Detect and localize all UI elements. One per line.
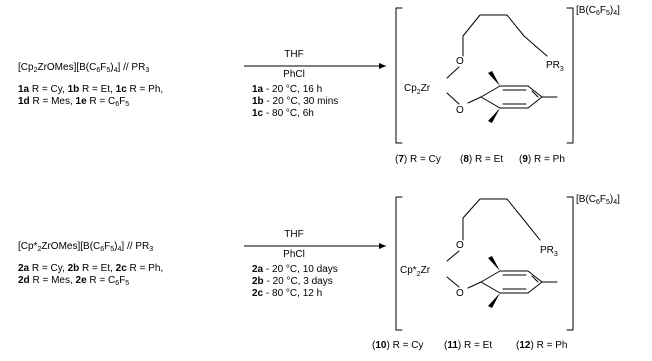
oxygen-upper-2: O (456, 240, 464, 251)
product-label-7: (7) R = Cy (395, 154, 441, 165)
metallocene-label-1: Cp2Zr (404, 83, 431, 96)
bracket-right-1 (566, 7, 574, 144)
condition-2b: 2b - 20 °C, 3 days (252, 276, 333, 287)
arrow-1-solvent-phcl: PhCl (283, 69, 305, 80)
reactant-variants-2b: 2d R = Mes, 2e R = C6F5 (18, 275, 130, 287)
condition-2c: 2c - 80 °C, 12 h (252, 288, 323, 299)
condition-1a: 1a - 20 °C, 16 h (252, 84, 323, 95)
oxygen-upper-1: O (456, 56, 464, 67)
arrow-1-solvent-thf: THF (284, 49, 304, 60)
condition-1c: 1c - 80 °C, 6h (252, 108, 314, 119)
reactant-variants-2a: 2a R = Cy, 2b R = Et, 2c R = Ph, (18, 263, 164, 274)
condition-2a: 2a - 20 °C, 10 days (252, 264, 338, 275)
arrow-2-solvent-phcl: PhCl (283, 249, 305, 260)
metallocene-label-2: Cp*2Zr (400, 265, 431, 278)
counterion-1: [B(C6F5)4] (576, 5, 620, 17)
reactant-variants-1a: 1a R = Cy, 1b R = Et, 1c R = Ph, (18, 84, 164, 95)
product-structure-2: O O Cp*2Zr PR3 (395, 196, 574, 331)
reactant-variants-1b: 1d R = Mes, 1e R = C6F5 (18, 96, 130, 108)
hashed-methyl (488, 71, 500, 86)
product-structure-1: O O Cp2Zr PR3 (395, 7, 574, 144)
product-label-9: (9) R = Ph (519, 154, 565, 165)
product-label-8: (8) R = Et (460, 154, 504, 165)
phosphonium-1: PR3 (546, 60, 564, 73)
wedge-methyl (488, 108, 500, 123)
arrow-2-solvent-thf: THF (284, 229, 304, 240)
oxygen-lower-1: O (456, 105, 464, 116)
bracket-left-1 (395, 7, 403, 144)
bracket-right-2 (566, 196, 574, 331)
oxygen-lower-2: O (456, 288, 464, 299)
counterion-2: [B(C6F5)4] (576, 194, 620, 206)
bracket-left-2 (395, 196, 403, 331)
reactant-formula-1: [Cp2ZrOMes][B(C6F5)4] // PR3 (18, 62, 150, 74)
product-label-11: (11) R = Et (444, 340, 493, 351)
product-label-10: (10) R = Cy (372, 340, 424, 351)
condition-1b: 1b - 20 °C, 30 mins (252, 96, 339, 107)
product-label-12: (12) R = Ph (516, 340, 568, 351)
reactant-formula-2: [Cp*2ZrOMes][B(C6F5)4] // PR3 (18, 241, 154, 253)
phosphonium-2: PR3 (540, 245, 558, 258)
